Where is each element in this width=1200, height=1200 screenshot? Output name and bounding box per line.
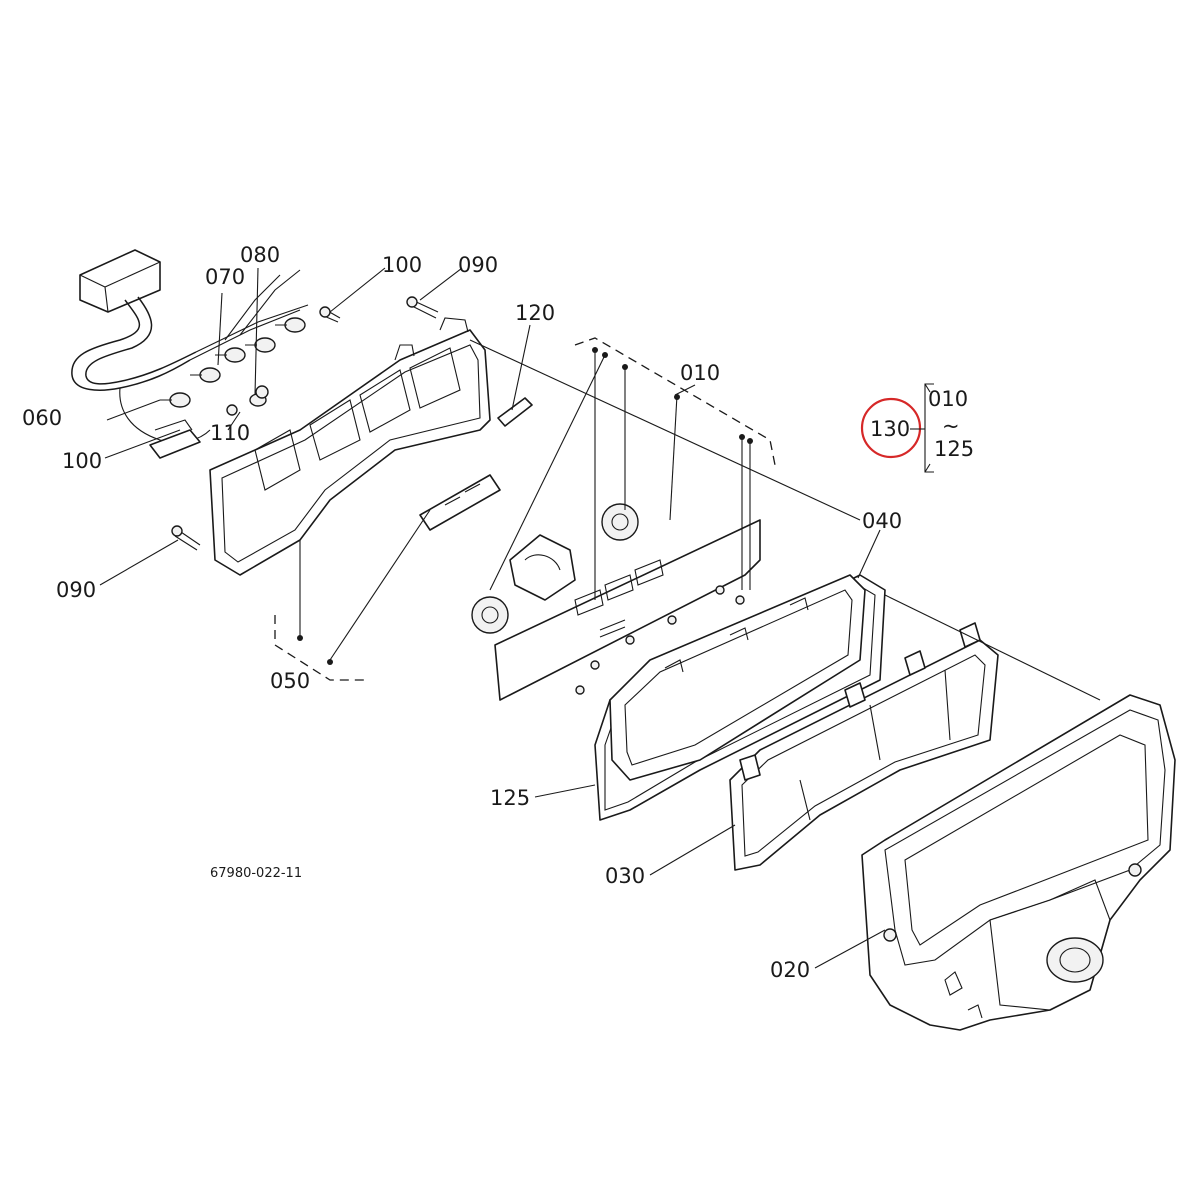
assembly-axis-lines [469,339,1101,701]
screw-090-top [406,296,439,319]
callout-090-lower: 090 [56,578,96,602]
rear-housing-part [209,317,491,576]
assembly-range-end: 125 [934,437,974,461]
meter-plate-part [419,474,761,701]
screw-090-left [171,525,201,551]
callout-060: 060 [22,406,62,430]
assembly-range-tilde: ~ [942,414,960,438]
callout-100-lower: 100 [62,449,102,473]
callout-040: 040 [862,509,902,533]
callout-125: 125 [490,786,530,810]
bulb-sockets-part [160,317,306,408]
callout-030: 030 [605,864,645,888]
callout-120: 120 [515,301,555,325]
callout-leaders [99,267,886,969]
callout-090-upper: 090 [458,253,498,277]
connector-110 [226,385,269,416]
callout-110: 110 [210,421,250,445]
callout-070: 070 [205,265,245,289]
highlight-circle [860,397,922,459]
assembly-label-130: 130 [870,417,910,441]
clip-100-left [149,419,201,459]
callout-020: 020 [770,958,810,982]
drawing-code: 67980-022-11 [210,866,302,881]
wiring-harness-part [71,249,309,443]
callout-010: 010 [680,361,720,385]
assembly-callout-130: 130 010 ~ 125 [860,383,974,473]
bulb-holder-120 [497,397,533,427]
glass-lens-030-part [729,622,999,871]
callout-050: 050 [270,669,310,693]
group-bracket-010 [489,337,776,600]
callout-080: 080 [240,243,280,267]
callout-100-upper: 100 [382,253,422,277]
front-case-020-part [861,694,1176,1031]
screw-100-top [319,306,341,323]
bezel-040-part [609,574,866,781]
group-bracket-050 [274,509,431,681]
assembly-range-start: 010 [928,387,968,411]
